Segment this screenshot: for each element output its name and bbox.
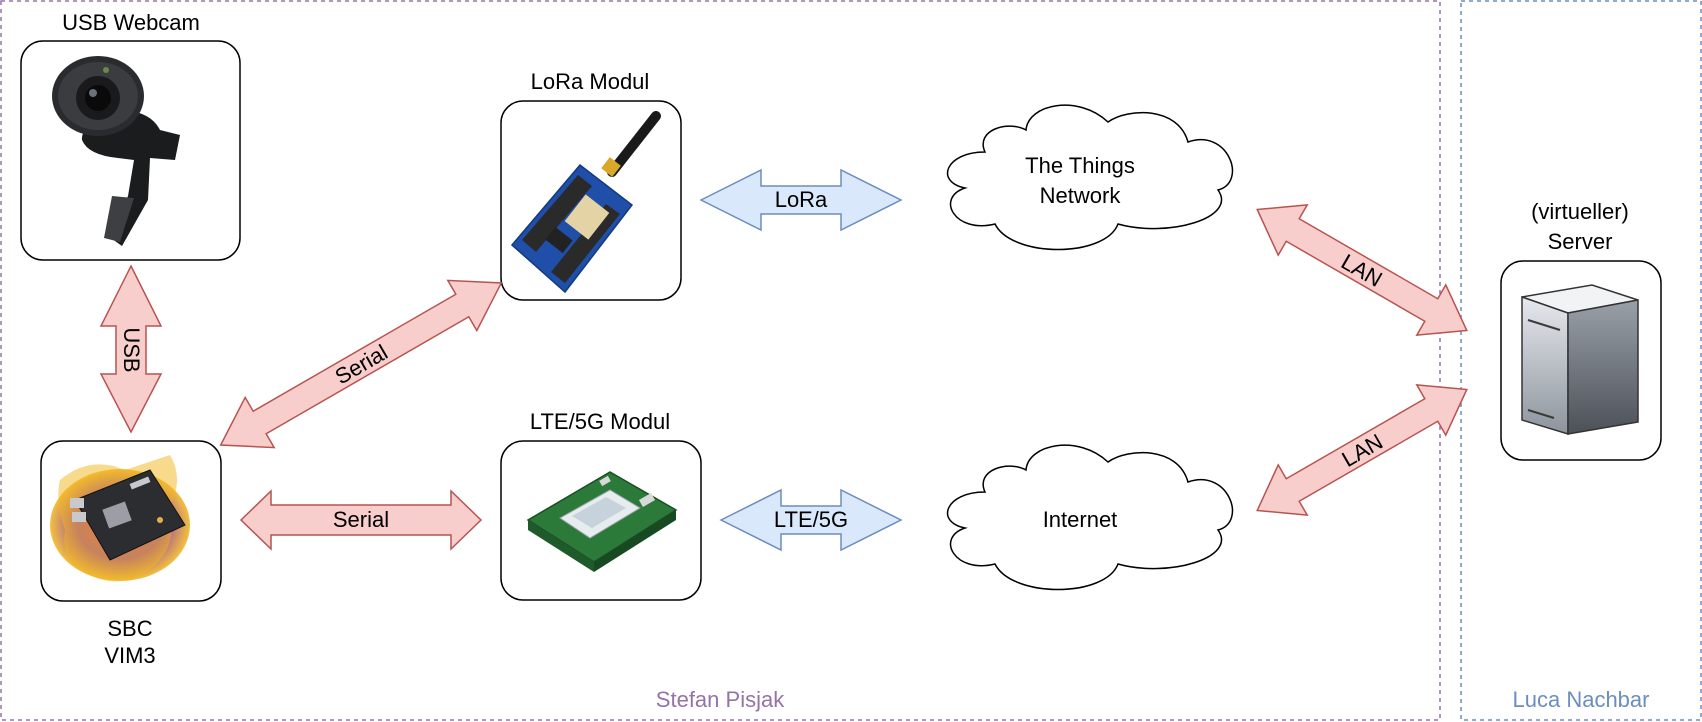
sbc-label-line2: VIM3 (104, 643, 155, 668)
ttn-label-line2: Network (1040, 183, 1122, 208)
server-label-line1: (virtueller) (1531, 199, 1629, 224)
sbc-label-line1: SBC (107, 616, 152, 641)
server-label-line2: Server (1548, 229, 1613, 254)
usb-arrow (99, 264, 163, 434)
region-luca (1460, 0, 1702, 721)
lte-board-icon (526, 471, 678, 572)
region-label-luca: Luca Nachbar (1513, 687, 1650, 712)
serial-lte-arrow (239, 489, 483, 551)
lora-arrow (699, 168, 903, 232)
webcam-label: USB Webcam (62, 10, 200, 35)
sbc-board-icon (50, 455, 190, 582)
internet-cloud (946, 444, 1234, 591)
serial-lora-label: Serial (331, 340, 392, 390)
lte-arrow (719, 488, 903, 552)
ttn-cloud (946, 104, 1234, 251)
serial-lora-arrow (219, 279, 503, 449)
internet-label: Internet (1043, 507, 1118, 532)
lora-board-icon (510, 111, 661, 294)
ttn-label-line1: The Things (1025, 153, 1135, 178)
usb-arrow-label: USB (119, 327, 144, 372)
lora-arrow-label: LoRa (775, 187, 828, 212)
region-label-stefan: Stefan Pisjak (656, 687, 785, 712)
lan-top-arrow (1256, 204, 1468, 336)
lte-arrow-label: LTE/5G (774, 507, 848, 532)
lte-module-label: LTE/5G Modul (530, 409, 670, 434)
lora-module-label: LoRa Modul (531, 69, 650, 94)
lan-bottom-arrow (1256, 384, 1468, 516)
webcam-icon (52, 56, 180, 246)
server-icon (1521, 284, 1639, 436)
serial-lte-label: Serial (333, 507, 389, 532)
